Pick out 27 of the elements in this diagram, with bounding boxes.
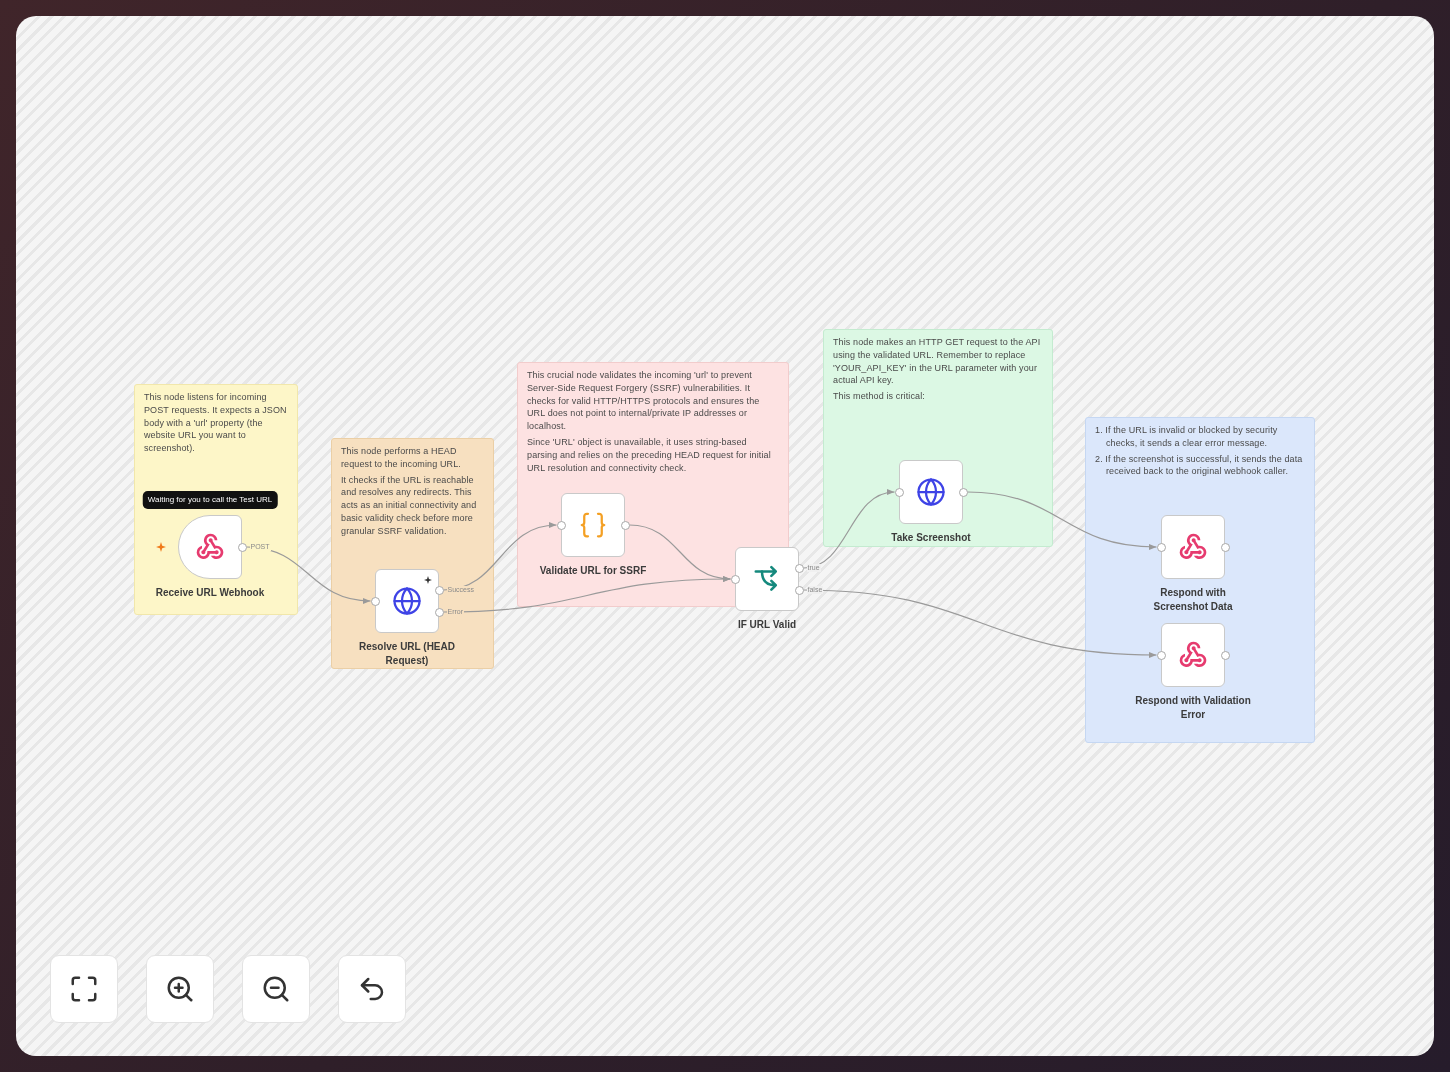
connector-arrow	[245, 546, 372, 604]
sticky-note	[331, 438, 494, 669]
sticky-note	[134, 384, 298, 615]
sticky-note	[1085, 417, 1315, 743]
note-text: This crucial node validates the incoming 'url' to prevent Server-Side Request Forgery (SSRF) vulnerabilities. It checks for valid HTTP/HTTPS protocols and ensures the URL does not point to internal/private IP addresses or localhost.	[527, 369, 761, 433]
connector-arrow	[628, 524, 732, 582]
status-tooltip: Waiting for you to call the Test URL	[142, 491, 278, 509]
node-label: Respond with Validation Error	[1134, 694, 1252, 722]
node-label: Take Screenshot	[891, 531, 971, 545]
note-text: This method is critical:	[833, 390, 926, 403]
note-text: 1. If the URL is invalid or blocked by security checks, it sends a clear error message.	[1095, 424, 1279, 450]
note-text: This node listens for incoming POST requests. It expects a JSON body with a 'url' property (the website URL you want to screenshot).	[144, 391, 288, 455]
connector-arrow	[802, 489, 896, 569]
connector-arrow	[966, 491, 1158, 550]
connector-arrow	[802, 589, 1158, 658]
node-label: Receive URL Webhook	[155, 586, 265, 600]
sticky-note	[517, 362, 789, 607]
node-label: Resolve URL (HEAD Request)	[358, 640, 456, 668]
note-text: This node makes an HTTP GET request to the API using the validated URL. Remember to replace 'YOUR_API_KEY' in the URL parameter with your actual API key.	[833, 336, 1042, 388]
note-text: Since 'URL' object is unavailable, it uses string-based parsing and relies on the preceding HEAD request for initial URL resolution and connectivity check.	[527, 436, 772, 475]
note-text: This node performs a HEAD request to the incoming URL.	[341, 445, 462, 471]
node-label: IF URL Valid	[737, 618, 797, 632]
sticky-note	[823, 329, 1053, 547]
note-text: It checks if the URL is reachable and resolves any redirects. This acts as an initial connectivity and basic validity check before more granular SSRF validation.	[341, 473, 478, 538]
node-label: Validate URL for SSRF	[539, 564, 647, 578]
note-text: 2. If the screenshot is successful, it sends the data received back to the original webhook caller.	[1095, 452, 1304, 479]
node-label: Respond with Screenshot Data	[1152, 586, 1234, 614]
